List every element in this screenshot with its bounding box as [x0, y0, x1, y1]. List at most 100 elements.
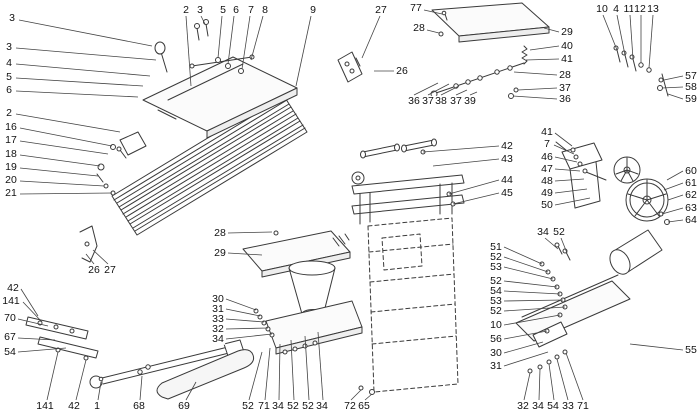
leader-line-30: [225, 298, 257, 311]
leader-line-69: [185, 381, 197, 401]
knob-stem: [160, 51, 168, 73]
frame-bar: [351, 174, 465, 195]
leader-line-4: [15, 63, 151, 77]
leader-line-52: [304, 335, 310, 401]
leader-line-50: [554, 197, 591, 206]
leader-line-37: [427, 83, 450, 96]
leader-line-56: [503, 330, 548, 340]
leader-line-3: [200, 15, 206, 25]
leader-line-31: [225, 308, 261, 317]
leader-line-53: [503, 299, 564, 302]
leader-line-32: [225, 327, 269, 330]
leader-line-52: [503, 306, 566, 312]
leader-line-46: [554, 156, 578, 163]
push-board: [156, 349, 255, 400]
leader-line-4: [616, 14, 626, 56]
leader-line-55: [629, 343, 684, 351]
leader-line-48: [554, 178, 585, 182]
knob: [154, 41, 166, 55]
leader-line-42: [422, 145, 500, 153]
leader-line-5: [15, 77, 144, 87]
leader-line-38: [440, 85, 460, 96]
angle-bracket: [337, 51, 363, 83]
leader-line-42: [75, 359, 87, 401]
leader-line-28: [227, 231, 273, 234]
leader-line-62: [667, 194, 684, 201]
leader-line-2: [15, 113, 121, 133]
leader-line-49: [554, 188, 588, 194]
leader-line-34: [317, 331, 324, 401]
leader-line-57: [663, 75, 684, 81]
leader-line-68: [139, 375, 143, 401]
leader-line-67: [17, 337, 56, 341]
leader-line-19: [19, 167, 99, 177]
leader-line-52: [503, 256, 549, 273]
leader-line-36: [413, 82, 439, 96]
leader-line-26: [85, 253, 95, 265]
chute-mouth: [288, 260, 336, 276]
spring: [521, 45, 528, 65]
leader-line-27: [92, 249, 109, 265]
leader-line-77: [423, 9, 443, 15]
leader-line-54: [548, 363, 555, 401]
leader-lines: [15, 9, 684, 401]
leader-line-34: [538, 368, 541, 401]
leader-line-29: [227, 252, 263, 256]
leader-line-13: [648, 14, 654, 69]
leader-line-72: [350, 389, 362, 401]
leader-line-52: [290, 339, 295, 401]
leader-line-6: [227, 15, 235, 65]
bed-ribs: [113, 96, 306, 232]
machine-body-outline: [367, 217, 459, 393]
leader-line-39: [469, 91, 478, 96]
leader-line-37: [517, 87, 558, 91]
leader-line-27: [361, 15, 381, 59]
push-handle: [101, 346, 229, 379]
leader-line-17: [19, 140, 109, 155]
base-channel: [515, 280, 631, 342]
leader-line-31: [503, 351, 549, 367]
rod: [191, 56, 253, 67]
leader-line-52: [560, 237, 568, 254]
leader-line-7: [241, 15, 251, 70]
leader-line-64: [667, 219, 684, 223]
leader-line-54: [503, 290, 561, 295]
leader-line-43: [432, 158, 500, 167]
leader-line-10: [602, 14, 618, 51]
leader-line-41: [525, 58, 560, 61]
leader-line-34: [544, 237, 559, 250]
leader-line-30: [503, 341, 544, 354]
leader-line-5: [217, 15, 223, 59]
leader-line-61: [663, 182, 684, 191]
support-bracket: [79, 225, 98, 263]
leader-line-63: [661, 207, 684, 215]
leader-line-6: [15, 90, 139, 98]
leader-line-36: [512, 95, 558, 100]
leader-line-54: [17, 347, 67, 353]
leader-line-16: [19, 127, 113, 147]
leader-line-71: [264, 347, 271, 401]
leader-line-28: [513, 71, 558, 76]
leader-line-65: [364, 393, 373, 401]
leader-line-40: [529, 45, 560, 51]
leader-line-44: [448, 179, 500, 195]
leader-line-33: [556, 358, 569, 401]
leader-line-59: [667, 93, 684, 100]
leader-line-21: [19, 192, 113, 195]
hinge-bracket: [119, 131, 147, 156]
leader-line-3: [15, 47, 157, 61]
leader-line-28: [426, 29, 440, 34]
leader-line-1: [97, 381, 102, 401]
leader-line-2: [185, 15, 192, 87]
leader-line-37: [455, 89, 468, 96]
leader-line-33: [225, 318, 265, 323]
leader-line-11: [629, 14, 634, 60]
leader-line-10: [503, 314, 561, 326]
leader-line-9: [295, 15, 312, 87]
leader-line-70: [17, 318, 49, 327]
leader-line-32: [523, 372, 531, 401]
leader-line-51: [503, 246, 543, 265]
leader-line-18: [19, 154, 101, 167]
